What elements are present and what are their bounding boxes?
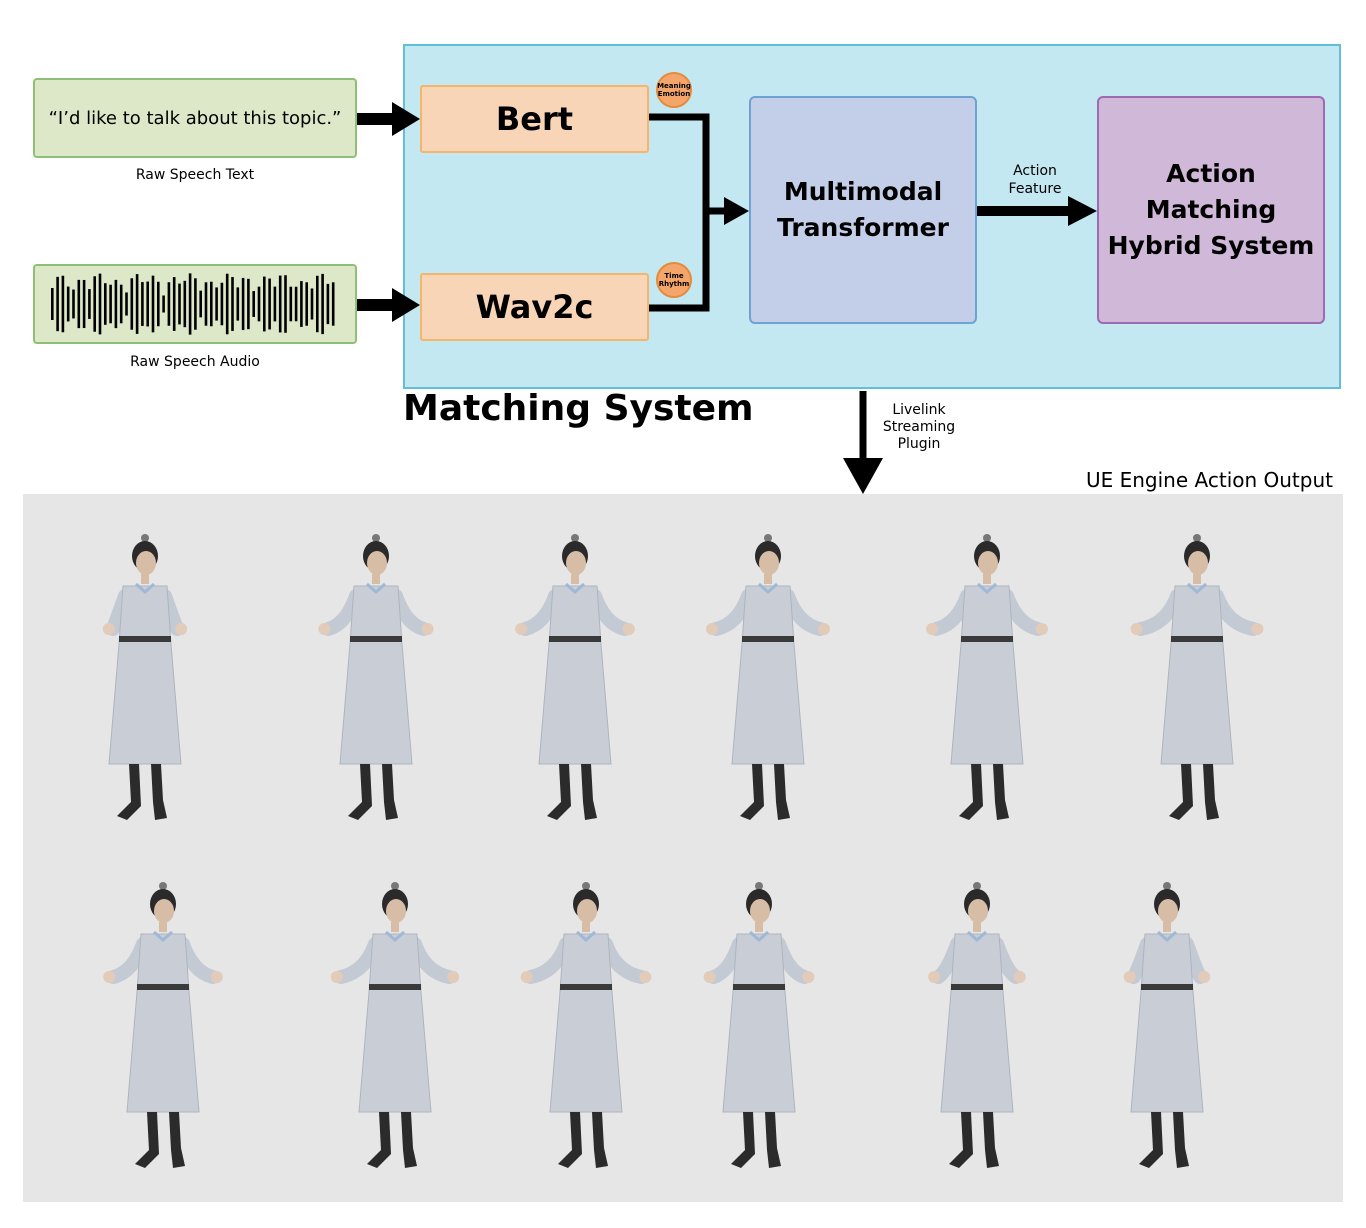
character-figure <box>102 534 188 820</box>
waveform-bar <box>183 280 187 328</box>
character-figure <box>515 534 635 820</box>
waveform-bar <box>294 286 298 322</box>
ue-engine-output-title: UE Engine Action Output <box>1085 468 1333 492</box>
wav2c-encoder: Wav2c <box>420 273 649 341</box>
waveform-bar <box>157 281 160 327</box>
waveform-bar <box>119 284 123 324</box>
waveform-bar <box>268 278 271 330</box>
ue-engine-output-panel <box>23 494 1343 1202</box>
matching-system-title: Matching System <box>403 388 754 429</box>
raw-speech-audio-caption: Raw Speech Audio <box>130 354 260 370</box>
waveform-bar <box>109 284 112 324</box>
character-figure <box>1130 534 1264 820</box>
waveform-bar <box>56 276 59 332</box>
waveform-icon <box>51 273 335 335</box>
waveform-bar <box>257 286 261 322</box>
merge-to-transformer-arrowhead <box>724 197 749 225</box>
action-feature-arrowhead <box>1068 196 1097 226</box>
waveform-bar <box>236 287 240 321</box>
waveform-bar <box>331 282 335 326</box>
character-figure <box>520 882 652 1168</box>
waveform-bar <box>300 281 303 327</box>
waveform-bar <box>215 287 218 321</box>
hybrid-line-2: Hybrid System <box>1107 231 1315 260</box>
livelink-streaming-label: Livelink Streaming Plugin <box>882 402 956 452</box>
waveform-bar <box>252 291 255 317</box>
waveform-bar <box>114 279 118 329</box>
waveform-bar <box>247 278 250 330</box>
character-figure <box>318 534 434 820</box>
waveform-bar <box>310 288 314 320</box>
multimodal-transformer-block: Multimodal Transformer <box>749 96 977 324</box>
waveform-bar <box>151 275 155 333</box>
waveform-bar <box>51 288 54 320</box>
transformer-line-2: Transformer <box>777 213 949 242</box>
raw-speech-audio-box <box>33 264 357 344</box>
character-figure <box>706 534 830 820</box>
waveform-bar <box>321 273 324 335</box>
time-rhythm-badge: Time Rhythm <box>656 262 692 298</box>
waveform-bar <box>199 290 202 318</box>
character-figure <box>1123 882 1211 1168</box>
waveform-bar <box>162 295 165 313</box>
waveform-bar <box>141 282 144 326</box>
raw-speech-text-caption: Raw Speech Text <box>135 167 255 183</box>
hybrid-line-1: Action Matching <box>1145 159 1277 224</box>
waveform-bar <box>231 277 234 331</box>
waveform-bar <box>316 275 319 333</box>
waveform-bar <box>273 286 277 322</box>
waveform-bar <box>98 273 102 335</box>
character-figure <box>928 882 1026 1168</box>
waveform-bar <box>220 282 224 326</box>
waveform-bar <box>135 274 139 334</box>
connector-arrows <box>357 102 1097 494</box>
waveform-bar <box>61 275 65 333</box>
waveform-bar <box>225 273 229 335</box>
bert-to-transformer-connector <box>648 113 710 211</box>
character-figure <box>330 882 460 1168</box>
waveform-bar <box>210 281 213 327</box>
waveform-bar <box>72 289 75 319</box>
waveform-bar <box>241 277 245 331</box>
character-figure <box>103 882 223 1168</box>
waveform-bar <box>188 273 192 335</box>
wav-to-transformer-connector <box>648 211 710 312</box>
waveform-bar <box>125 292 128 316</box>
raw-speech-text-box: “I’d like to talk about this topic.” <box>33 78 357 158</box>
waveform-bar <box>82 279 86 329</box>
waveform-bar <box>93 276 96 332</box>
waveform-bar <box>284 275 287 333</box>
transformer-line-1: Multimodal <box>783 177 943 206</box>
streaming-arrowhead <box>843 458 883 494</box>
waveform-bar <box>178 283 181 325</box>
character-poses <box>102 534 1264 1168</box>
waveform-bar <box>88 289 91 319</box>
waveform-bar <box>130 278 134 330</box>
raw-speech-text-quote: “I’d like to talk about this topic.” <box>48 107 342 129</box>
bert-encoder: Bert <box>420 85 649 153</box>
waveform-bar <box>289 286 293 322</box>
waveform-bar <box>194 278 197 330</box>
waveform-bar <box>66 286 70 322</box>
waveform-bar <box>77 279 81 329</box>
waveform-bar <box>167 282 171 326</box>
action-matching-hybrid-block: Action Matching Hybrid System <box>1097 96 1325 324</box>
character-figure <box>926 534 1048 820</box>
waveform-bar <box>263 276 266 332</box>
text-to-bert-arrowhead <box>392 102 420 136</box>
character-figure <box>703 882 815 1168</box>
waveform-bar <box>305 282 308 326</box>
waveform-bar <box>204 282 208 326</box>
action-feature-label: Action Feature <box>1008 163 1062 197</box>
waveform-bar <box>172 277 176 331</box>
meaning-emotion-badge: Meaning Emotion <box>656 72 692 108</box>
waveform-bar <box>104 283 107 325</box>
waveform-bar <box>326 283 330 325</box>
waveform-bar <box>146 281 149 327</box>
audio-to-wav-arrowhead <box>392 288 420 322</box>
waveform-bar <box>278 275 282 333</box>
